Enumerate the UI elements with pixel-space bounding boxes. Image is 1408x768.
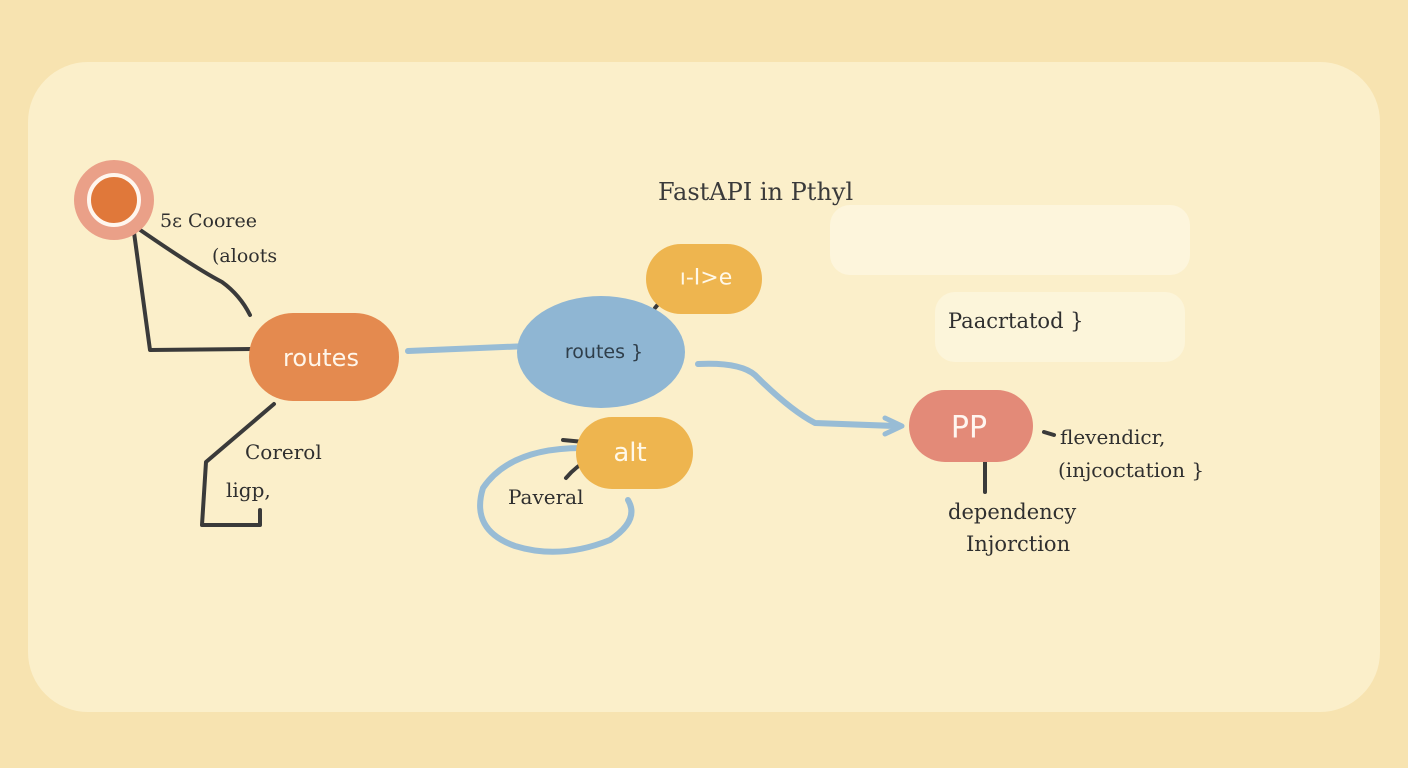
connector-arrow	[695, 360, 898, 429]
dependency-label: dependency	[948, 500, 1077, 524]
routes-node-orange-label: routes	[283, 344, 359, 372]
circle-icon	[74, 160, 154, 240]
connector-line	[405, 343, 531, 354]
connector-line	[131, 223, 252, 317]
injcoctation-label: (injcoctation }	[1058, 458, 1205, 482]
pp-node	[909, 390, 1033, 462]
background-panel-highlight	[830, 205, 1190, 275]
yellow-node-top	[646, 244, 762, 314]
background-panel-highlight	[935, 292, 1185, 362]
yellow-node-top-label: ı-I>e	[679, 265, 733, 291]
routes-node-orange	[249, 313, 399, 401]
background-panel	[28, 62, 1380, 712]
pp-node-label: PP	[950, 410, 988, 446]
caloots-label: (aloots	[212, 245, 278, 267]
routes-node-blue	[517, 296, 685, 408]
paacrtatod-label: Paacrtatod }	[948, 309, 1084, 333]
flevendicr-label: flevendicr,	[1060, 425, 1166, 449]
sc-cooree-label: 5ɛ Cooree	[160, 210, 257, 232]
routes-node-blue-label: routes }	[564, 341, 644, 363]
paveral-label: Paveral	[508, 485, 584, 509]
alt-node	[576, 417, 693, 489]
diagram-title: FastAPI in Pthyl	[658, 178, 854, 206]
ligp-label: ligp,	[226, 478, 271, 502]
alt-node-label: alt	[613, 438, 647, 468]
connector-line	[131, 223, 254, 352]
connector-loop	[477, 445, 635, 555]
connector-line	[1042, 430, 1056, 437]
connector-line	[200, 402, 276, 527]
corerol-label: Corerol	[245, 440, 322, 464]
arrow-head	[882, 415, 905, 437]
injorction-label: Injorction	[966, 532, 1071, 556]
